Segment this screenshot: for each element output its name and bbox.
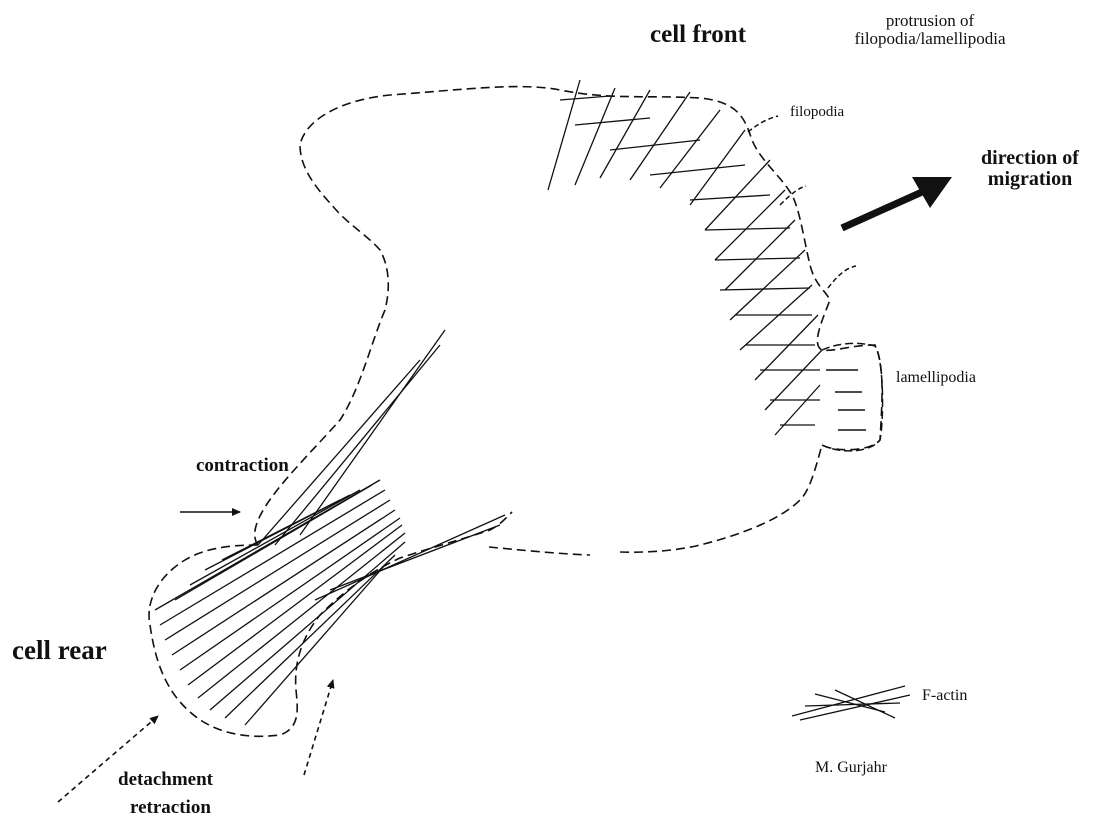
label-protrusion: protrusion of filopodia/lamellipodia xyxy=(835,12,1025,48)
label-author: M. Gurjahr xyxy=(815,760,887,777)
cell-outline xyxy=(149,87,882,737)
label-direction-line1: direction of xyxy=(965,148,1095,169)
label-cell-rear: cell rear xyxy=(12,636,107,664)
label-filopodia: filopodia xyxy=(790,105,844,121)
lamellipodia-actin-bars xyxy=(826,370,866,430)
detachment-arrow-right xyxy=(304,680,333,775)
migration-arrow xyxy=(842,177,952,228)
leading-edge-actin-meshwork xyxy=(548,80,822,435)
filopodia-protrusions xyxy=(748,116,856,288)
rear-stress-fibers xyxy=(155,480,405,725)
label-lamellipodia: lamellipodia xyxy=(896,370,976,387)
lamellipodia-outline xyxy=(822,343,883,451)
label-protrusion-line1: protrusion of xyxy=(835,12,1025,30)
upper-stress-fibers xyxy=(258,330,445,545)
label-protrusion-line2: filopodia/lamellipodia xyxy=(835,30,1025,48)
f-actin-legend-symbol xyxy=(792,686,910,720)
label-detachment: detachment xyxy=(118,770,213,790)
label-retraction: retraction xyxy=(130,798,211,818)
label-cell-front: cell front xyxy=(650,22,746,48)
label-direction-line2: migration xyxy=(965,169,1095,190)
label-direction: direction of migration xyxy=(965,148,1095,190)
label-contraction: contraction xyxy=(196,456,289,476)
label-f-actin: F-actin xyxy=(922,688,967,705)
